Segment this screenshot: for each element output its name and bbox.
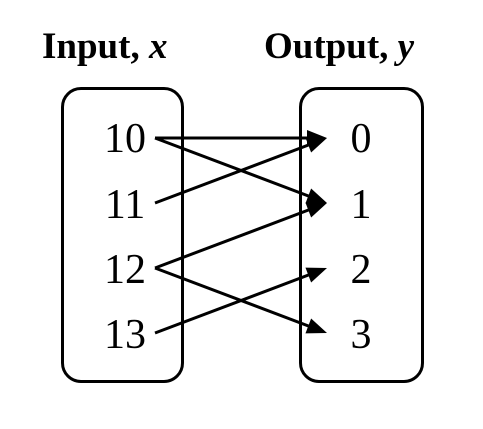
input-value: 12 [104, 247, 146, 293]
input-value: 13 [104, 312, 146, 358]
mapping-arrow [154, 136, 322, 203]
arrowhead [305, 188, 327, 204]
arrowhead [305, 202, 327, 218]
output-value: 1 [350, 182, 372, 228]
output-header: Output, y [264, 28, 414, 65]
input-header-label: Input, [42, 26, 140, 67]
input-value: 11 [104, 182, 146, 228]
input-set-box [61, 87, 184, 383]
input-value: 10 [104, 116, 146, 162]
mapping-arrow [154, 268, 322, 335]
mapping-arrow [154, 203, 322, 270]
output-value: 0 [350, 116, 372, 162]
arrowhead [305, 137, 327, 153]
output-header-label: Output, [264, 26, 389, 67]
mapping-arrow [154, 138, 322, 205]
output-value: 3 [350, 312, 372, 358]
mapping-arrow [154, 266, 322, 333]
input-variable: x [148, 26, 168, 67]
arrowhead [305, 267, 327, 283]
input-header: Input, x [42, 28, 167, 65]
output-value: 2 [350, 247, 372, 293]
arrowhead [305, 318, 327, 334]
output-set-box [299, 87, 424, 383]
output-variable: y [397, 26, 415, 67]
